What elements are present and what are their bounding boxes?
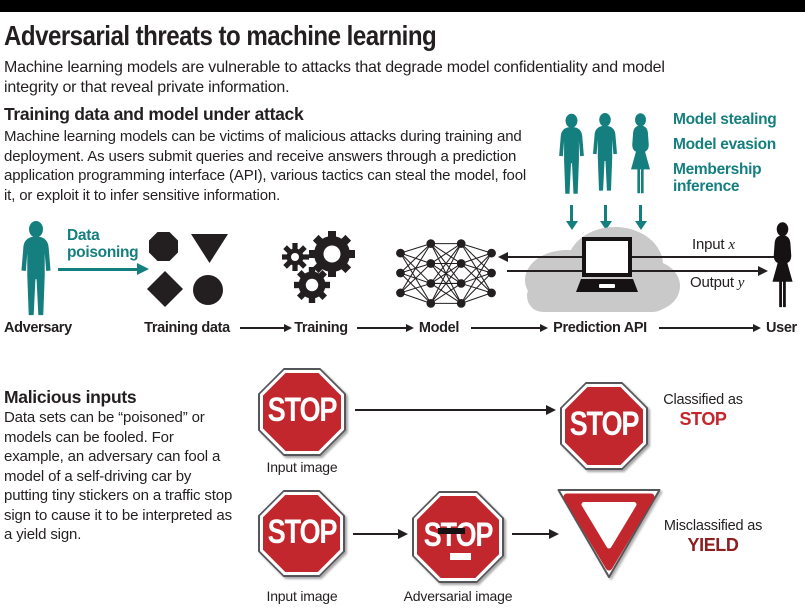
output-y-label: Output y [690,274,744,292]
attack-label-model-evasion: Model evasion [673,136,776,153]
adversarial-sticker-black [437,528,466,535]
training-gears-icon [282,231,355,303]
stop-sign-classified: STOP [560,382,648,470]
pipeline-label-training: Training [294,320,348,336]
stop-sign-text: STOP [423,515,494,554]
attacker-man-1-icon [559,113,584,194]
output-arrow [507,265,768,276]
misclassified-result: Misclassified as YIELD [660,518,766,556]
sign-red-face [262,494,341,573]
stop-sign-adversarial: STOP [412,491,504,583]
pipeline-label-user: User [766,320,797,336]
page-title: Adversarial threats to machine learning [4,20,437,51]
classified-result: Classified as STOP [652,392,754,430]
sign-red-face [564,386,644,466]
classified-label: STOP [679,409,727,429]
attack-label-membership-inference: Membership inference [673,161,762,196]
training-data-triangle-icon [191,234,228,263]
adversarial-sticker-white [449,553,471,560]
yield-sign [556,486,662,582]
pipeline-arrow-1 [240,323,292,332]
input-x-label: Input x [692,236,735,254]
output-word: Output [690,274,738,291]
attacker-man-2-icon [593,113,617,191]
top-rule-bar [0,0,805,12]
training-data-octagon-icon [149,232,178,261]
pipeline-label-training-data: Training data [144,320,230,336]
misclassified-label: YIELD [687,535,739,555]
attack-arrow-3 [634,205,647,230]
sign-red-face [262,372,342,452]
malicious-section-heading: Malicious inputs [4,387,137,407]
stop-sign-text: STOP [267,512,337,551]
attack-arrow-1 [565,205,578,230]
user-icon [772,222,793,308]
data-poisoning-label: Data poisoning [67,227,139,262]
page-subtitle: Machine learning models are vulnerable t… [4,59,665,97]
attack-arrow-2 [599,205,612,230]
pipeline-label-adversary: Adversary [4,320,72,336]
caption-input-image-1: Input image [266,459,338,475]
training-data-diamond-icon [147,271,183,307]
input-var: x [728,237,735,253]
malicious-section-body: Data sets can be “poisoned” or models ca… [4,409,233,543]
pipeline-arrow-4 [659,323,761,332]
caption-adversarial-image: Adversarial image [403,588,513,604]
pipeline-arrow-3 [471,323,548,332]
caption-input-image-2: Input image [266,588,338,604]
neural-network-icon [396,239,496,308]
pipeline-arrow-2 [357,323,414,332]
pipeline-label-prediction-api: Prediction API [553,320,647,336]
sign-red-face [416,495,500,579]
classified-prefix: Classified as [663,392,743,408]
adversary-icon [21,221,51,316]
stop-sign-input-1: STOP [258,368,346,456]
stop-sign-text: STOP [569,404,640,443]
stop-sign-input-2: STOP [258,490,345,577]
pipeline-label-model: Model [418,320,460,336]
output-var: y [737,275,745,291]
input-arrow [498,251,775,262]
attack-label-model-stealing: Model stealing [673,111,777,128]
data-poisoning-arrow [58,263,149,274]
stop-sign-text: STOP [267,390,338,429]
input-word: Input [692,236,729,253]
adversarial-arrow-1 [353,528,408,539]
misclassified-prefix: Misclassified as [663,518,763,534]
training-data-circle-icon [193,275,223,305]
yield-sign-icon [557,489,661,578]
laptop-icon [576,237,638,292]
classification-arrow [355,404,556,415]
attacker-woman-icon [631,113,650,194]
training-section-body: Machine learning models can be victims o… [4,128,527,204]
adversarial-arrow-2 [512,528,559,539]
training-section-heading: Training data and model under attack [4,104,304,124]
